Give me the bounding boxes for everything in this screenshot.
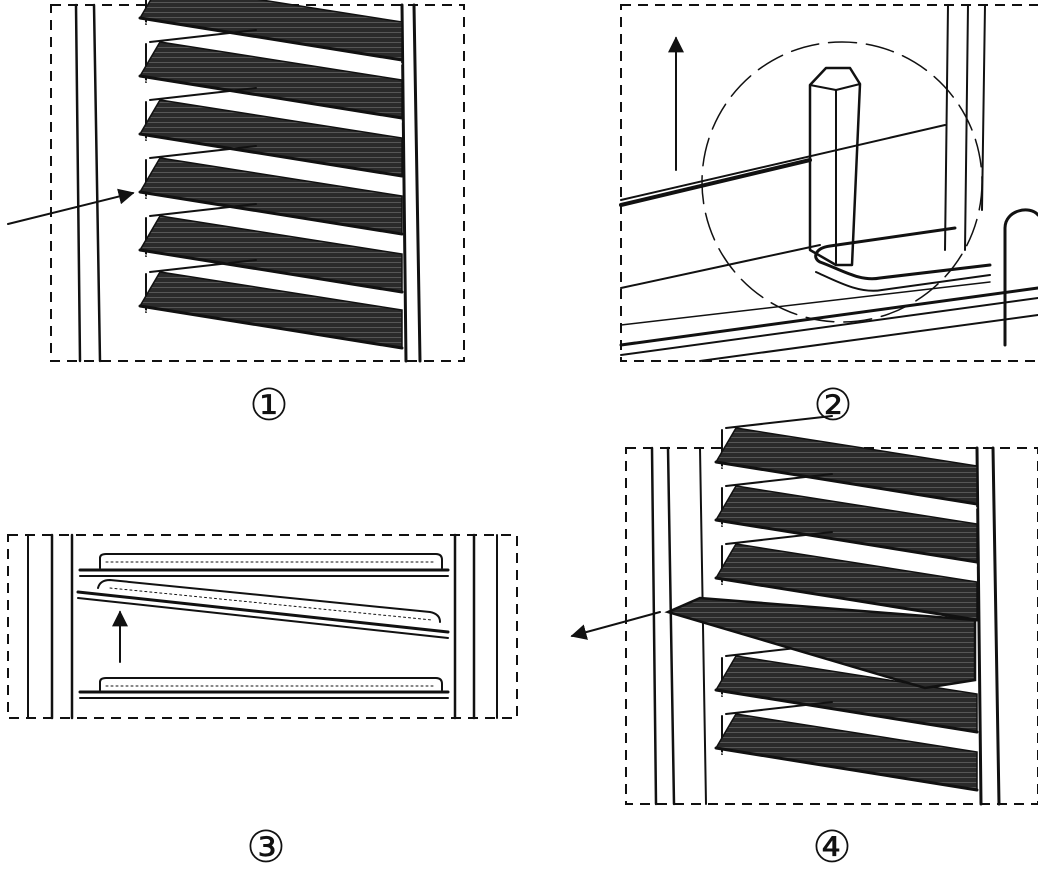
- panel-1-shelf: [138, 259, 404, 353]
- panel-1-shelves: [138, 0, 404, 353]
- panel-3-tilt-rack: [7, 533, 518, 720]
- step-2-label: ②: [813, 380, 852, 431]
- panel-1-shelf: [138, 29, 404, 123]
- panel-4-shelf: [714, 531, 979, 625]
- pulled-out-rack: [664, 596, 977, 690]
- panel-4-shelf: [714, 415, 979, 509]
- step-3-label: ③: [246, 822, 285, 872]
- panel-1-shelf: [138, 87, 404, 181]
- step-1-label: ①: [249, 380, 288, 431]
- panel-2-lift-rack-detail: [619, 4, 1038, 362]
- insert-arrow: [7, 188, 135, 225]
- panel-4-shelf: [714, 473, 979, 567]
- pull-out-arrow: [570, 611, 661, 640]
- panel-4-shelf: [714, 643, 979, 737]
- panel-1-shelf: [138, 0, 404, 65]
- step-4-label: ④: [812, 822, 851, 872]
- panel-4-pull-out-rack: [570, 415, 1038, 806]
- panel-4-shelves: [714, 415, 979, 795]
- panel-1-shelf: [138, 203, 404, 297]
- panel-4-shelf: [714, 701, 979, 795]
- panel-1-insert-rack: [7, 0, 465, 363]
- panel-1-shelf: [138, 145, 404, 239]
